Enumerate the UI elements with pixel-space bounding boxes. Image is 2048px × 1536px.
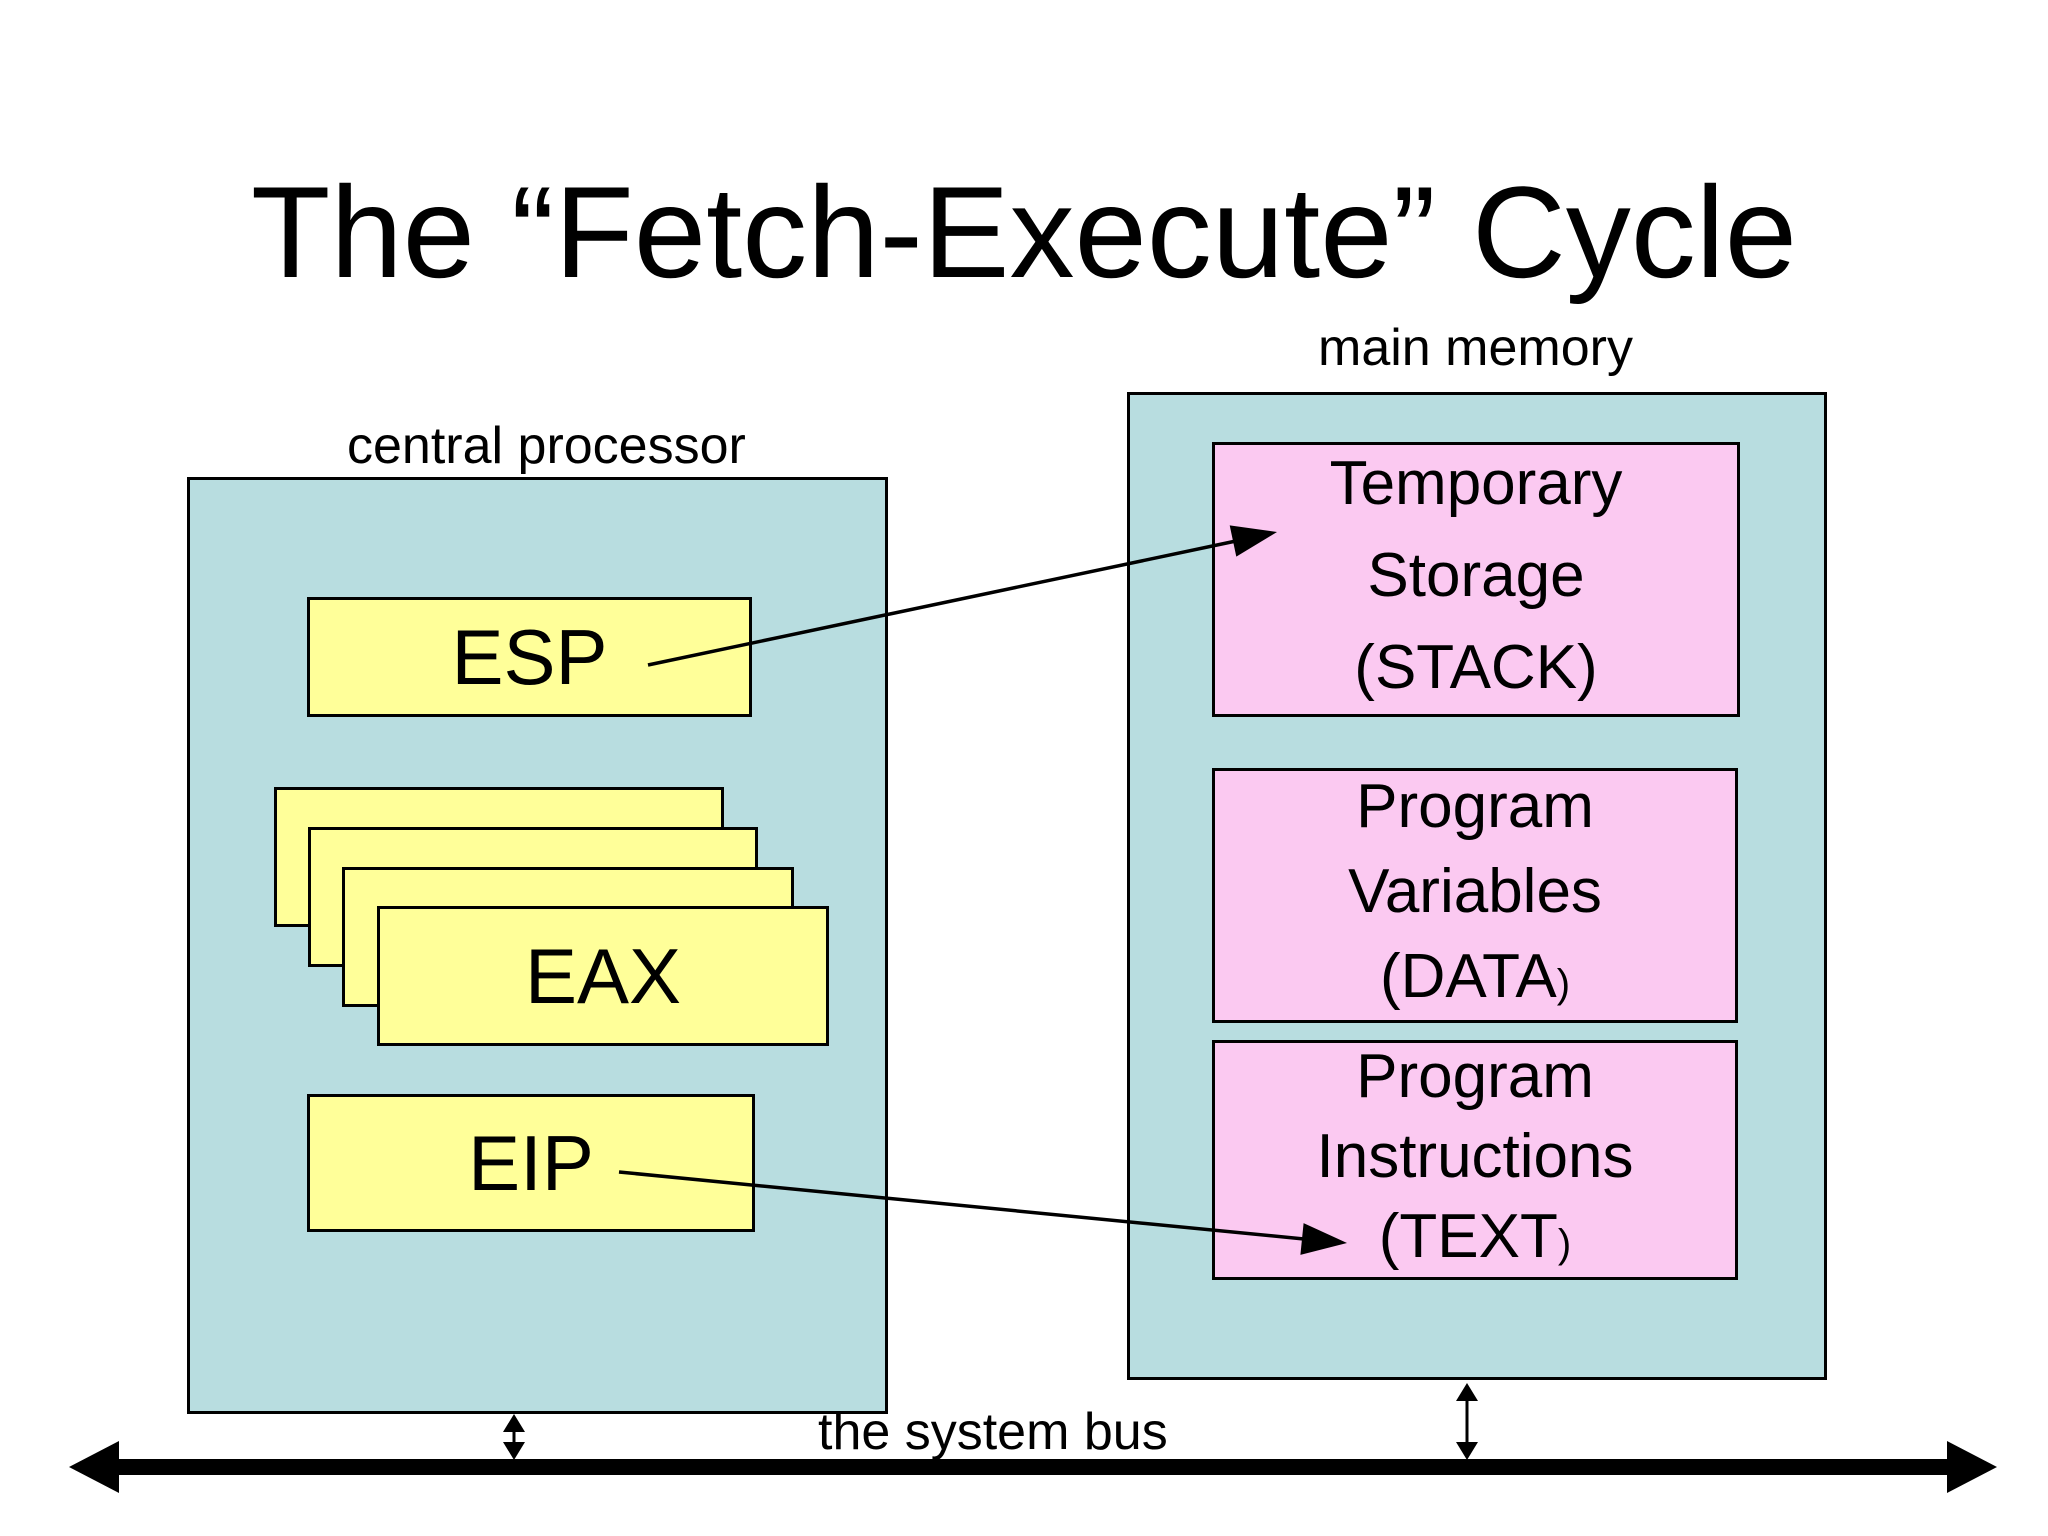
cpu-label: central processor <box>347 417 746 475</box>
memory-region-text-line3: (TEXT) <box>1378 1201 1572 1271</box>
memory-region-text-line2: Instructions <box>1316 1121 1634 1191</box>
memory-region-data-line2: Variables <box>1348 857 1602 926</box>
memory-label: main memory <box>1318 319 1633 377</box>
bus-label: the system bus <box>818 1403 1168 1461</box>
memory-region-stack-line1: Temporary <box>1329 449 1623 518</box>
memory-region-stack-line3: (STACK) <box>1354 633 1598 702</box>
cpu-bus-arrow <box>503 1414 525 1460</box>
register-eax-label: EAX <box>524 932 682 1020</box>
memory-region-text-line1: Program <box>1356 1041 1594 1111</box>
register-eax: EAX <box>377 906 829 1046</box>
register-eip: EIP <box>307 1094 755 1232</box>
memory-region-data-line1: Program <box>1356 772 1594 841</box>
register-eip-label: EIP <box>468 1119 594 1207</box>
memory-region-data: Program Variables (DATA) <box>1212 768 1738 1023</box>
register-esp-label: ESP <box>451 613 608 701</box>
page-title: The “Fetch-Execute” Cycle <box>250 159 1798 305</box>
register-esp: ESP <box>307 597 752 717</box>
memory-bus-arrow <box>1456 1383 1478 1460</box>
memory-region-data-line3: (DATA) <box>1379 942 1571 1011</box>
memory-region-text: Program Instructions (TEXT) <box>1212 1040 1738 1280</box>
memory-region-stack: Temporary Storage (STACK) <box>1212 442 1740 717</box>
memory-region-stack-line2: Storage <box>1367 541 1585 610</box>
